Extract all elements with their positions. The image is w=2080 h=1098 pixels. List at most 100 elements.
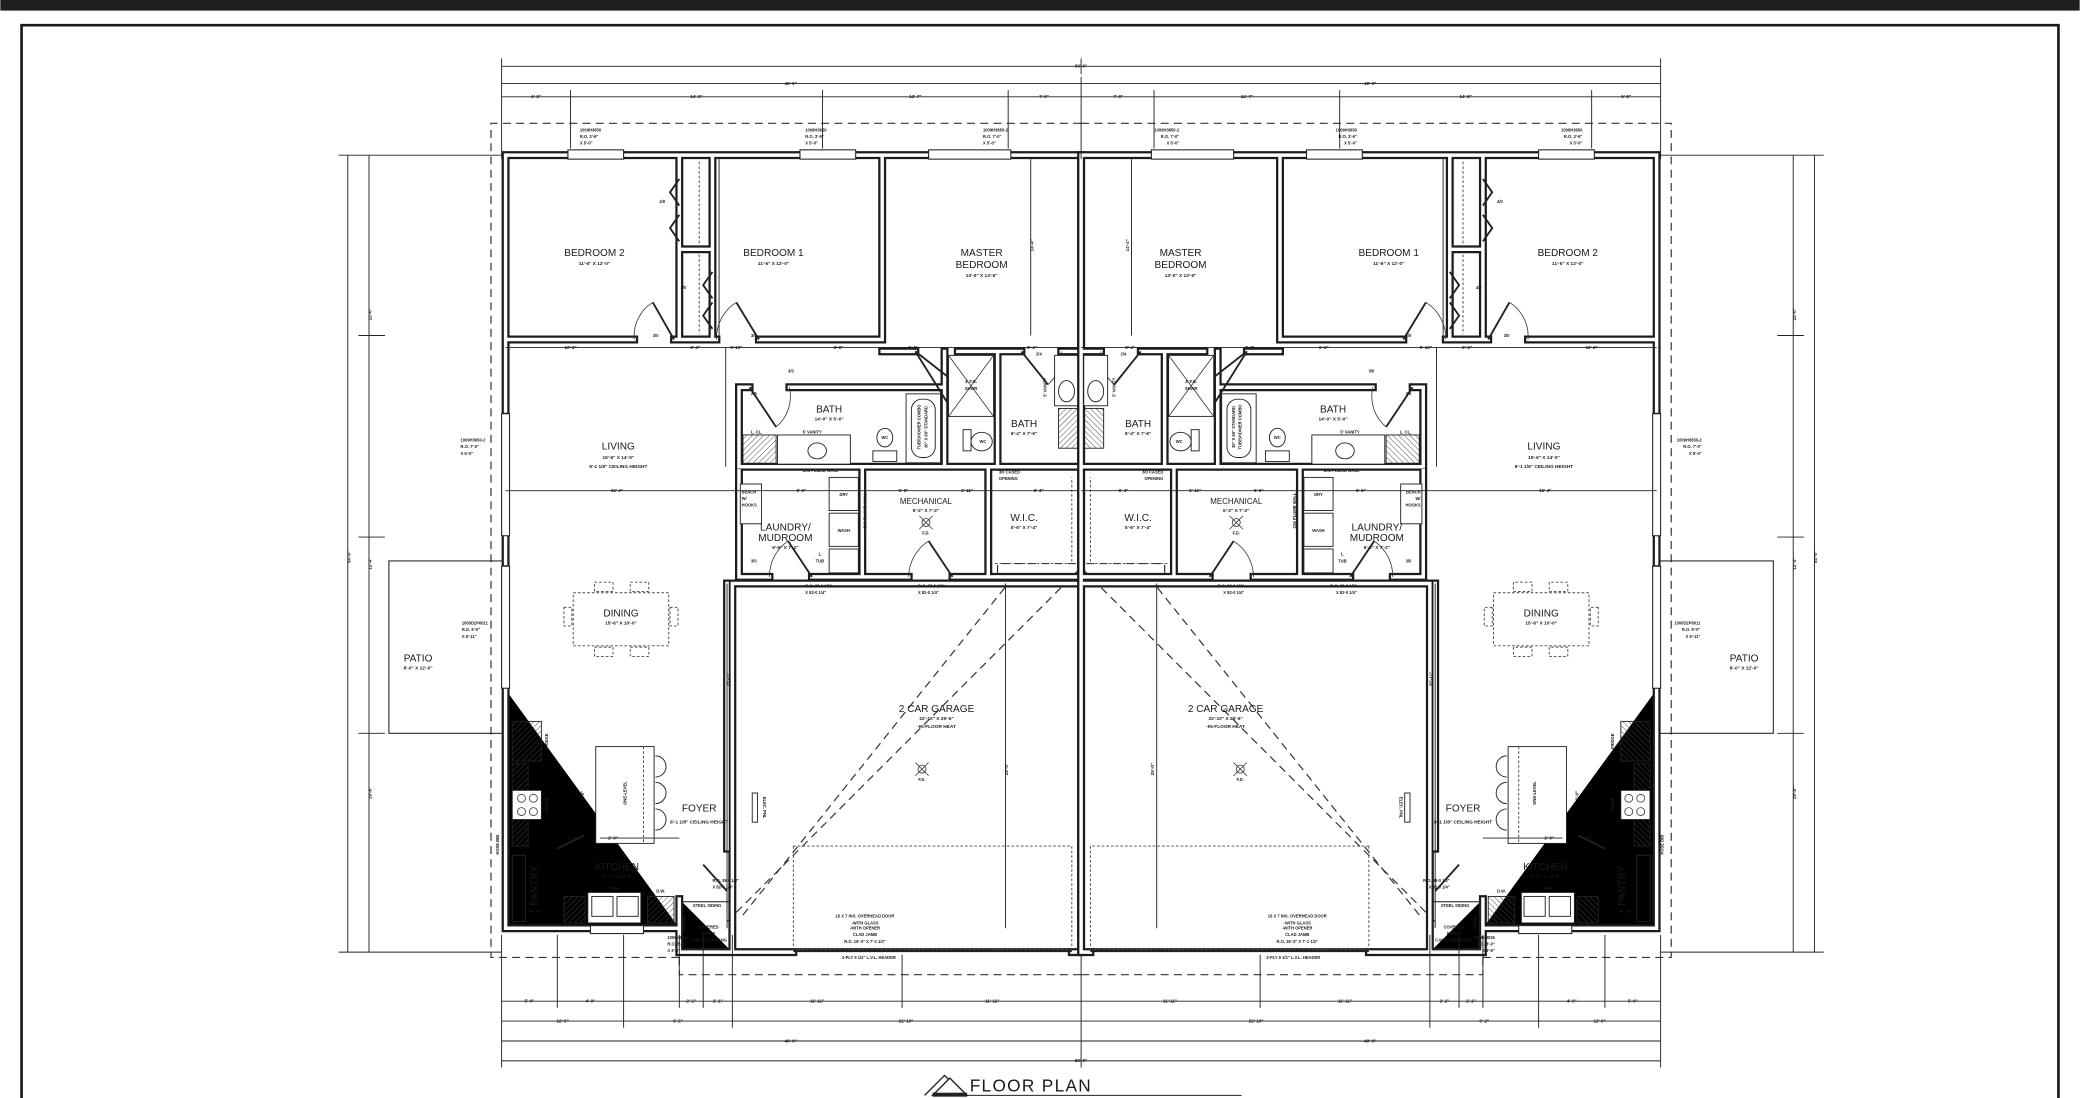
door-mechanical [927, 540, 954, 578]
door-ro: X 82-0 1/4" [1336, 590, 1357, 595]
note-range: RANGE [544, 797, 549, 812]
note-shower: SHWR [965, 386, 978, 391]
room-size: 13'-0" X 13'-6" [966, 273, 998, 279]
dim-top: 5'-8" [1621, 94, 1631, 99]
dim-interior: 8'-4" [1125, 345, 1135, 350]
room-label-bath: BATH [816, 404, 842, 415]
cased-opening: OPENING [999, 476, 1018, 481]
door-ro: R.O. 38-0 1/2" [1330, 583, 1357, 588]
door-size: 3/0 [653, 333, 659, 338]
room-size: 11'-6" X 12'-0" [1552, 261, 1583, 267]
door-ro: R.O. 38-0 1/2" [712, 878, 739, 883]
tub-inner [910, 398, 936, 458]
room-label-patio: PATIO [404, 654, 433, 665]
window-height: X 5'-0" [983, 141, 996, 146]
note-bench: W/ [742, 496, 748, 501]
dim-bottom: 12'-0" [556, 1018, 568, 1023]
dim-half-left: 40'-0" [785, 81, 797, 86]
room-label-dining: DINING [603, 609, 638, 620]
room-label-laundry: LAUNDRY/ [1351, 522, 1402, 533]
note-vanity: 5' VANITY [1340, 430, 1359, 435]
room-size: 6'-6" X 7'-2" [772, 545, 798, 551]
window-ro: R.O. 3'-6" [805, 134, 824, 139]
dim-top: 7'-0" [1039, 94, 1049, 99]
note-fridge: FRIDGE [544, 733, 549, 749]
window-ro: R.O. 7'-0" [1161, 134, 1180, 139]
note-sink: SINK [609, 886, 619, 891]
garage-door-outline [792, 845, 1073, 950]
note-covered-entry: ENTRY [1447, 931, 1461, 936]
window-code: 1009H3650-2 [1677, 438, 1703, 443]
dim-interior: 6'-4" [1034, 488, 1044, 493]
washer [828, 512, 859, 547]
electrical-panel [751, 792, 759, 823]
dim-bottom: 11'-11" [985, 999, 999, 1004]
dim-interior: 25'-0" [1150, 763, 1155, 775]
room-size: 5'-6" X 7'-4" [1125, 525, 1151, 531]
patio-door [501, 565, 511, 689]
door-size: 2/4 [1120, 351, 1126, 356]
window-ro: R.O. 3'-6" [580, 134, 599, 139]
cased-opening: OPENING [1144, 476, 1163, 481]
room-size: 22'-10" X 25'-6" [1208, 716, 1242, 722]
fridge [511, 720, 542, 762]
window-ro: R.O. 6'-0" [462, 627, 481, 632]
ceiling-note: 8'-1 1/8" CEILING HEIGHT [1434, 819, 1492, 825]
dim-interior: 2'-11" [961, 488, 973, 493]
note-plumb-wall: 2X6 PLUMB WALL [1292, 492, 1297, 528]
window-code: 1009H3650 [1336, 127, 1358, 132]
dim-bottom: 2'-1" [1466, 999, 1476, 1004]
window-code: 1009H3650 [580, 127, 602, 132]
room-label-living: LIVING [1527, 442, 1560, 453]
dim-interior: 6'-6" [1319, 345, 1329, 350]
window-height: X 5'-0" [1570, 141, 1583, 146]
window-height: X 5'-0" [461, 451, 474, 456]
door-size: 2/6 [1406, 391, 1412, 396]
dim-bottom: 5'-0" [1628, 999, 1638, 1004]
dim-interior: 25'-11" [1429, 672, 1434, 686]
dimension-lines [338, 58, 1824, 1068]
room-label-laundry: MUDROOM [758, 533, 812, 544]
note-tub: 30" X 60" STANDARD [1231, 406, 1236, 448]
dim-interior: 16'-4" [611, 488, 623, 493]
unit-geometry [388, 122, 1082, 976]
walls [505, 155, 1082, 953]
window-ro: R.O. 3'-6" [1564, 134, 1583, 139]
room-label-pantry: PANTRY [529, 866, 540, 906]
dim-interior: 14'-4" [1029, 239, 1034, 251]
dim-side: 19'-8" [1792, 787, 1797, 799]
dim-bottom: 6'-2" [673, 1018, 683, 1023]
note-island: ONE-LEVEL [1532, 781, 1537, 805]
wic-shelf [994, 477, 1073, 565]
dim-side-left: 54'-0" [346, 551, 351, 563]
drawing-title: FLOOR PLAN [970, 1075, 1092, 1095]
door-ro: X 82-0 1/4" [805, 590, 826, 595]
dim-interior: 16'-4" [1539, 488, 1551, 493]
counter-sink-left [563, 895, 586, 924]
note-vanity: 5' VANITY [1043, 377, 1048, 396]
door-size: 2/6 [751, 391, 757, 396]
dim-bottom: 2'-1" [713, 999, 723, 1004]
dim-interior: 4'-10" [530, 908, 542, 913]
dim-interior: 2'-4" [1462, 345, 1472, 350]
dim-interior: 5'-10" [730, 345, 742, 350]
dim-overall-top: 80'-0" [1075, 64, 1087, 69]
garage-door-note: R.O. 16'-3" X 7'-1 1/2" [844, 939, 886, 944]
window-height: X 5'-0" [1166, 141, 1179, 146]
garage-note: -IN-FLOOR HEAT [917, 724, 956, 730]
note-stone: STONE [682, 916, 687, 930]
note-washer: WASH [1312, 528, 1324, 533]
room-size: 15'-6" X 10'-0" [605, 621, 637, 627]
bifold-closet [668, 178, 714, 330]
window-ro: R.O. 3'-6" [1338, 134, 1357, 139]
shower-x [948, 355, 994, 417]
door-ro: R.O. 38-0 1/2" [1423, 878, 1450, 883]
garage-door-note: 16 X 7 INS. OVERHEAD DOOR [835, 914, 894, 919]
linen-closet-main [742, 434, 777, 465]
door-size: 3/0 [751, 558, 757, 563]
room-label-kitchen: KITCHEN [595, 862, 639, 873]
toilet-tank [962, 429, 972, 452]
note-fridge: FRIDGE [1610, 733, 1615, 749]
room-label-master: BEDROOM [1155, 260, 1207, 271]
